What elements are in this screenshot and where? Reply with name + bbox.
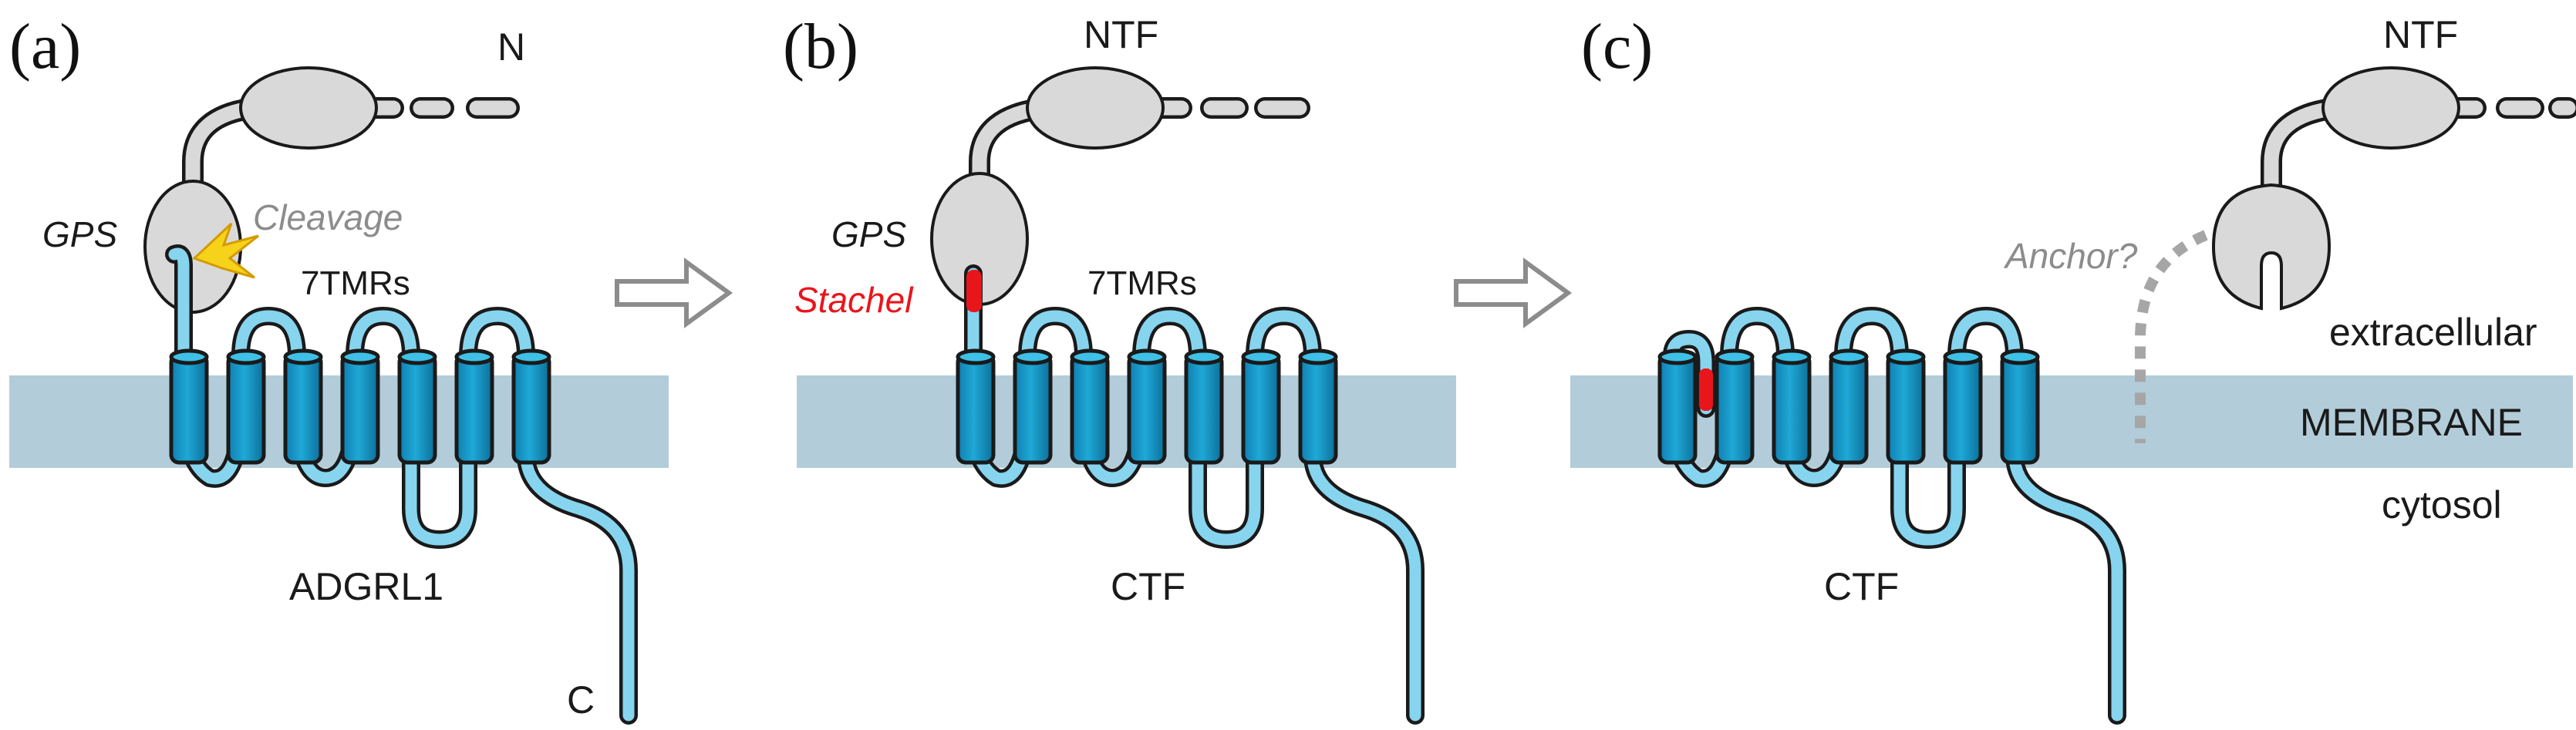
gps-label-a: GPS (42, 214, 117, 254)
cleavage-label: Cleavage (253, 197, 403, 237)
ntf-domain-ellipse-c (2321, 66, 2460, 150)
panel-letter-a: (a) (9, 11, 81, 82)
anchor-tether (2135, 230, 2208, 443)
cytosol-label: cytosol (2382, 483, 2502, 526)
panel-b: (b) (783, 11, 1425, 725)
tm-helices-a (169, 348, 551, 465)
membrane-band-a (9, 375, 669, 468)
ntf-label-b: NTF (1084, 13, 1158, 56)
arrow-b-to-c-icon (1454, 257, 1573, 328)
arrow-a-to-b-icon (615, 257, 733, 328)
ecd-domain-ellipse (239, 66, 378, 150)
membrane-band-b (797, 375, 1456, 468)
ntf-label-c: NTF (2383, 13, 2458, 56)
stachel-peptide-bound (1699, 368, 1713, 411)
ctf-label-c: CTF (1824, 565, 1899, 608)
anchor-label: Anchor? (2003, 236, 2138, 276)
tm-label-b: 7TMRs (1087, 264, 1197, 302)
extracellular-label: extracellular (2329, 311, 2537, 354)
stachel-peptide (966, 270, 982, 312)
gps-domain-c (2211, 183, 2332, 311)
panel-a: (a) (9, 11, 638, 725)
tm-helices-b (956, 348, 1338, 465)
ntf-domain-ellipse-b (1026, 66, 1165, 150)
panel-c: (c) (1581, 11, 2576, 725)
c-terminus-label: C (567, 678, 595, 722)
ctf-label-b: CTF (1111, 565, 1185, 608)
n-terminus-label: N (497, 25, 525, 69)
panel-letter-b: (b) (783, 11, 858, 82)
tm-label-a: 7TMRs (301, 264, 410, 302)
stachel-label: Stachel (794, 280, 914, 320)
gps-label-b: GPS (831, 214, 906, 254)
tm-helices-c (1657, 348, 2040, 465)
cleavage-site-icon (192, 222, 259, 279)
adgrl1-label: ADGRL1 (289, 565, 443, 608)
panel-letter-c: (c) (1581, 11, 1653, 82)
membrane-label: MEMBRANE (2300, 401, 2523, 444)
